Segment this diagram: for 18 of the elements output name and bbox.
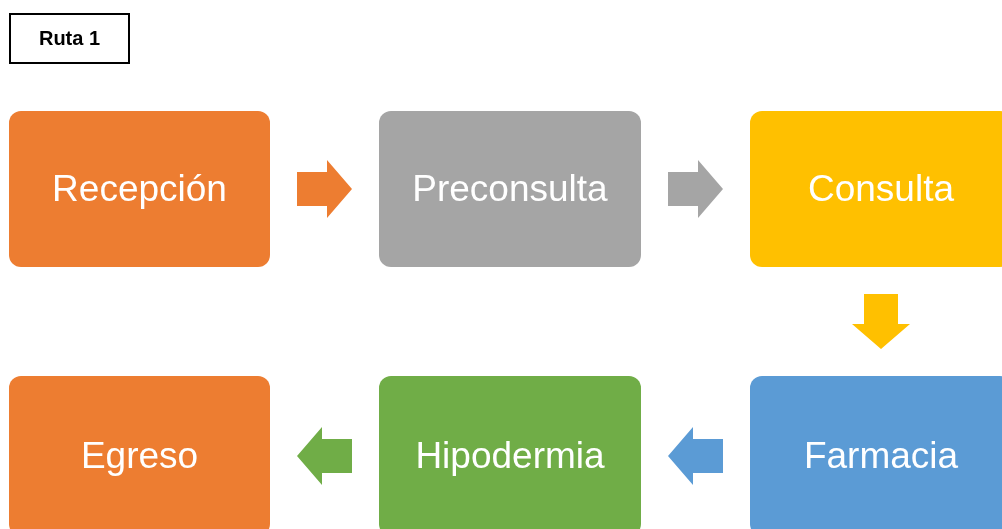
- process-box: [750, 111, 1002, 267]
- process-box: [9, 111, 270, 267]
- step-label: Recepción: [52, 168, 227, 210]
- process-box: [379, 376, 641, 529]
- step-label: Preconsulta: [412, 168, 608, 210]
- step-label: Farmacia: [803, 435, 959, 477]
- step-label: Consulta: [808, 168, 954, 210]
- block-arrow: [668, 427, 723, 485]
- process-box: [750, 376, 1002, 529]
- block-arrow: [297, 160, 352, 218]
- block-arrow: [297, 427, 352, 485]
- step-label: Hipodermia: [415, 435, 605, 477]
- process-box: [379, 111, 641, 267]
- block-arrow: [852, 294, 910, 349]
- block-arrow: [668, 160, 723, 218]
- title-box: Ruta 1: [9, 13, 130, 64]
- step-label: Egreso: [80, 435, 199, 477]
- process-box: [9, 376, 270, 529]
